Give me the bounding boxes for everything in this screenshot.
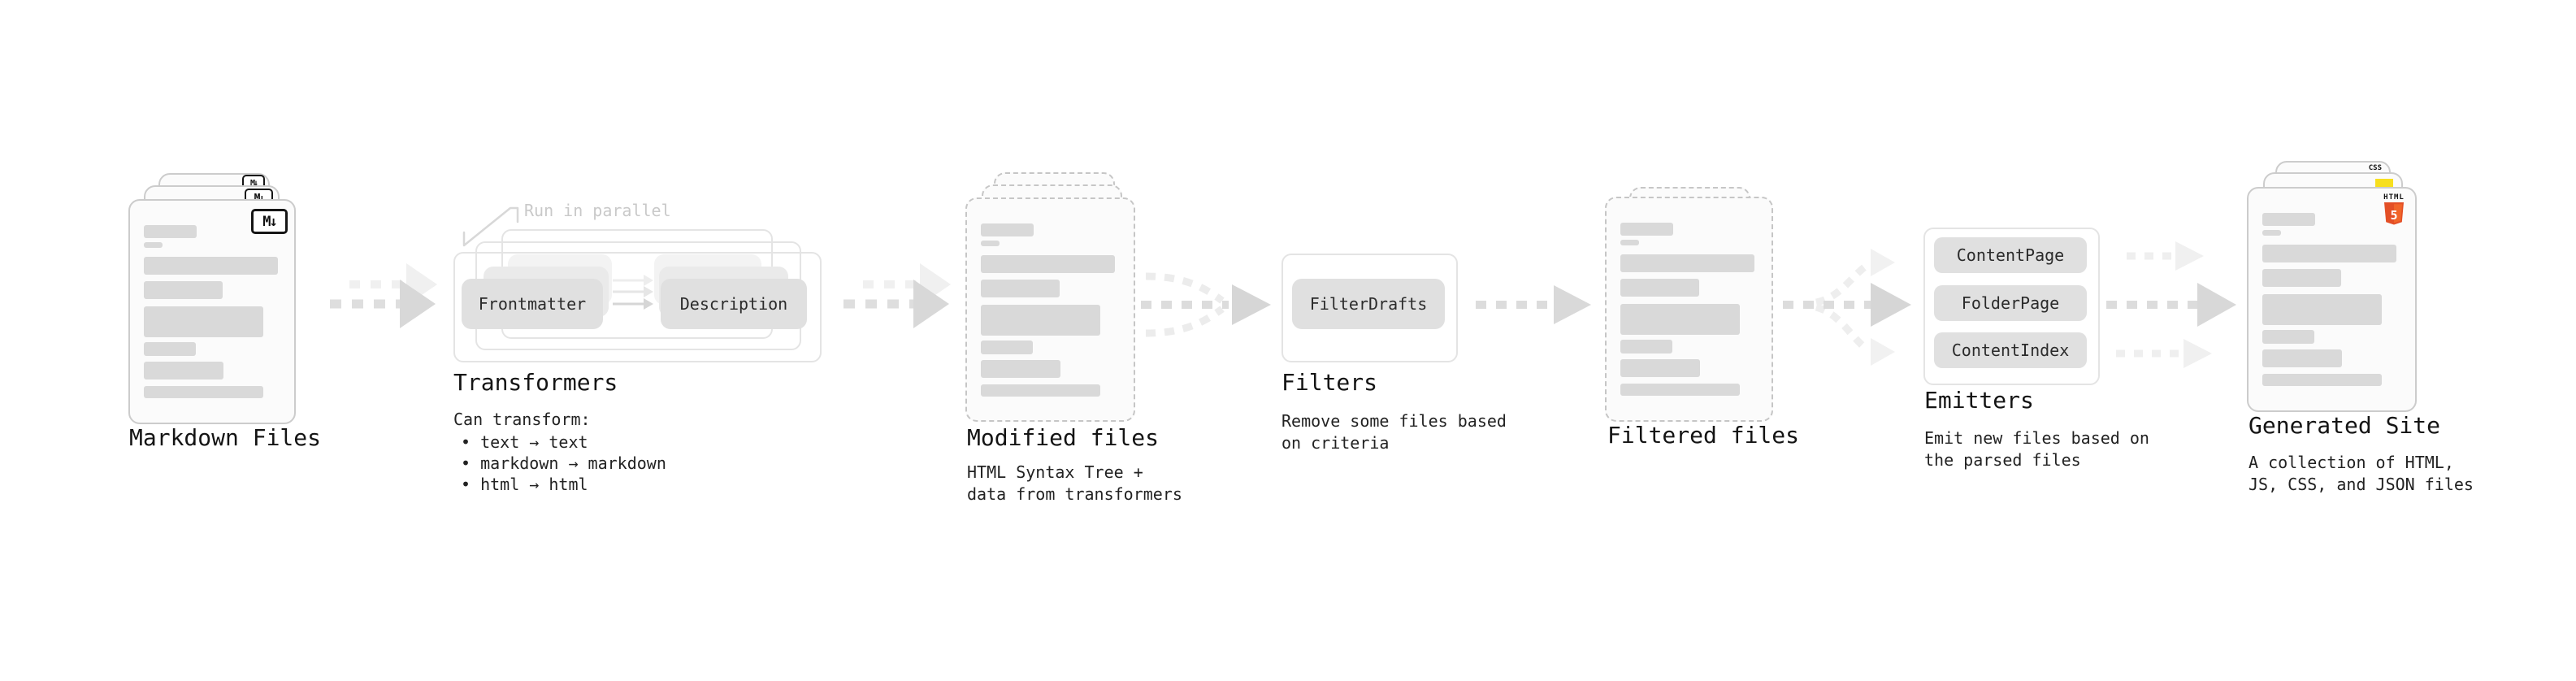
- emitter-contentindex-chip: ContentIndex: [1934, 332, 2087, 368]
- arrow-filtered-to-emitters: [1783, 249, 1911, 366]
- placeholder-bar: [144, 386, 263, 398]
- transform-bullet: • markdown → markdown: [461, 453, 666, 473]
- placeholder-bar: [981, 241, 1000, 246]
- modified-files-title: Modified files: [967, 424, 1160, 451]
- markdown-icon: M↓: [251, 209, 288, 234]
- transform-step-arrows: [613, 275, 653, 310]
- placeholder-bar: [144, 281, 223, 299]
- emitter-folderpage-chip: FolderPage: [1934, 285, 2087, 321]
- placeholder-bar: [981, 223, 1034, 236]
- placeholder-bar: [1620, 223, 1673, 236]
- arrow-filters-to-filtered: [1476, 285, 1591, 324]
- run-in-parallel-note: Run in parallel: [524, 201, 671, 220]
- markdown-file-card-front: M↓: [128, 199, 296, 424]
- transformer-frontmatter-chip: Frontmatter: [462, 279, 603, 329]
- transformer-description-chip: Description: [661, 279, 807, 329]
- emitters-desc: Emit new files based on the parsed files: [1924, 428, 2149, 470]
- filter-filterdrafts-chip: FilterDrafts: [1292, 279, 1445, 329]
- arrow-markdown-to-transformers: [330, 263, 437, 328]
- placeholder-bar: [1620, 359, 1700, 377]
- placeholder-bar: [981, 360, 1060, 378]
- transform-bullet: • html → html: [461, 475, 588, 494]
- placeholder-bar: [144, 242, 163, 248]
- placeholder-bar: [981, 384, 1100, 397]
- placeholder-bar: [2262, 349, 2342, 367]
- emitter-contentpage-chip: ContentPage: [1934, 237, 2087, 273]
- filters-desc: Remove some files based on criteria: [1281, 411, 1507, 453]
- placeholder-bar: [981, 305, 1100, 336]
- placeholder-bar: [2262, 374, 2382, 386]
- modified-file-card-front: [965, 197, 1135, 422]
- arrow-transformers-to-modified: [843, 263, 951, 328]
- generated-site-card-front: HTML 5: [2247, 187, 2417, 412]
- placeholder-bar: [2262, 245, 2396, 262]
- placeholder-bar: [981, 255, 1115, 273]
- filtered-files-title: Filtered files: [1607, 422, 1800, 449]
- html5-icon: HTML 5: [2381, 193, 2407, 225]
- transform-bullet: • text → text: [461, 432, 588, 452]
- js-badge: [2375, 179, 2393, 189]
- placeholder-bar: [144, 257, 278, 275]
- arrow-emitters-to-generated: [2106, 241, 2236, 368]
- html5-icon-number: 5: [2390, 208, 2397, 223]
- placeholder-bar: [144, 225, 197, 238]
- generated-site-title: Generated Site: [2249, 412, 2441, 439]
- transformers-title: Transformers: [453, 369, 618, 396]
- arrow-modified-to-filters: [1141, 272, 1271, 337]
- placeholder-bar: [2262, 213, 2315, 226]
- transformer-box-front: [453, 252, 822, 362]
- placeholder-bar: [1620, 254, 1754, 272]
- placeholder-bar: [1620, 304, 1740, 335]
- emitters-box: [1923, 228, 2100, 385]
- placeholder-bar: [1620, 279, 1699, 297]
- markdown-files-title: Markdown Files: [129, 424, 322, 451]
- transformers-bullet-list: • text → text • markdown → markdown • ht…: [461, 432, 666, 495]
- placeholder-bar: [2262, 269, 2341, 287]
- placeholder-bar: [144, 306, 263, 337]
- generated-site-desc: A collection of HTML, JS, CSS, and JSON …: [2249, 453, 2474, 494]
- placeholder-bar: [1620, 340, 1672, 354]
- placeholder-bar: [2262, 230, 2281, 236]
- placeholder-bar: [144, 362, 223, 380]
- placeholder-bar: [1620, 384, 1740, 396]
- placeholder-bar: [981, 280, 1060, 297]
- modified-files-desc: HTML Syntax Tree + data from transformer…: [967, 462, 1182, 504]
- filtered-file-card-front: [1605, 197, 1773, 422]
- placeholder-bar: [2262, 330, 2314, 344]
- run-in-parallel-leader: [462, 206, 519, 247]
- filters-title: Filters: [1281, 369, 1378, 396]
- transformers-heading: Can transform:: [453, 410, 591, 429]
- placeholder-bar: [981, 340, 1033, 354]
- emitters-title: Emitters: [1924, 387, 2034, 414]
- placeholder-bar: [144, 342, 196, 356]
- filters-box: [1281, 254, 1458, 362]
- html5-icon-label: HTML: [2383, 193, 2405, 202]
- placeholder-bar: [2262, 294, 2382, 325]
- placeholder-bar: [1620, 240, 1639, 245]
